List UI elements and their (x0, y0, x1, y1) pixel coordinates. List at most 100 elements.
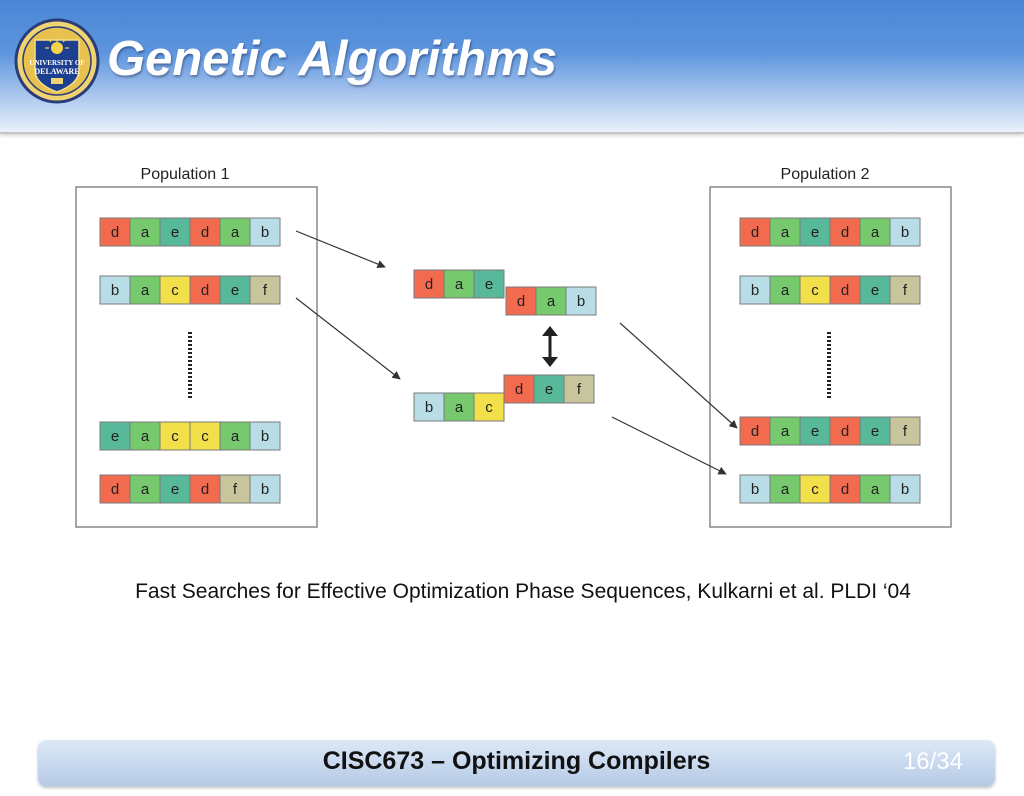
gene-label: a (455, 399, 464, 416)
gene-cell (889, 416, 921, 446)
gene-label: a (781, 224, 790, 241)
gene-label: f (903, 282, 908, 299)
gene-cell (99, 421, 131, 451)
page-number: 16/34 (902, 748, 963, 775)
gene-label: a (781, 423, 790, 440)
gene-label: e (871, 282, 879, 299)
gene-cell (129, 421, 161, 451)
gene-cell (565, 286, 597, 316)
gene-cell (159, 474, 191, 504)
gene-label: c (485, 399, 493, 416)
gene-cell (799, 416, 831, 446)
gene-cell (859, 217, 891, 247)
gene-label: b (751, 282, 759, 299)
gene-cell (473, 269, 505, 299)
gene-label: a (871, 481, 880, 498)
gene-label: d (111, 481, 119, 498)
gene-cell (799, 217, 831, 247)
gene-cell (189, 217, 221, 247)
citation-caption: Fast Searches for Effective Optimization… (135, 580, 911, 603)
gene-cell (413, 392, 445, 422)
gene-cell (473, 392, 505, 422)
gene-cell (739, 275, 771, 305)
gene-label: d (841, 481, 849, 498)
footer-bar: CISC673 – Optimizing Compilers 16/34 (38, 740, 995, 786)
gene-label: d (201, 224, 209, 241)
gene-label: e (811, 423, 819, 440)
slide-title: Genetic Algorithms (107, 32, 558, 86)
gene-cell (249, 217, 281, 247)
gene-label: c (171, 428, 179, 445)
gene-label: a (231, 224, 240, 241)
gene-label: b (261, 428, 269, 445)
gene-label: e (171, 224, 179, 241)
population1-label: Population 1 (141, 166, 230, 183)
gene-label: a (781, 481, 790, 498)
gene-label: b (901, 481, 909, 498)
gene-cell (443, 392, 475, 422)
gene-label: d (751, 423, 759, 440)
gene-cell (99, 217, 131, 247)
gene-cell (859, 416, 891, 446)
gene-label: a (781, 282, 790, 299)
gene-cell (563, 374, 595, 404)
gene-label: a (141, 224, 150, 241)
gene-cell (129, 275, 161, 305)
selection-arrow-1 (295, 230, 386, 269)
gene-cell (829, 474, 861, 504)
gene-label: d (841, 282, 849, 299)
gene-cell (99, 275, 131, 305)
gene-label: d (515, 381, 523, 398)
gene-label: d (841, 423, 849, 440)
gene-cell (413, 269, 445, 299)
gene-cell (99, 474, 131, 504)
gene-cell (189, 474, 221, 504)
gene-label: e (871, 423, 879, 440)
gene-cell (889, 474, 921, 504)
gene-cell (189, 275, 221, 305)
gene-cell (739, 474, 771, 504)
gene-label: a (141, 282, 150, 299)
gene-label: d (425, 276, 433, 293)
university-seal-logo: UNIVERSITY OF DELAWARE (14, 18, 100, 104)
gene-label: b (577, 293, 585, 310)
offspring-arrow-1 (619, 322, 738, 429)
gene-cell (159, 217, 191, 247)
gene-label: c (171, 282, 179, 299)
gene-label: a (455, 276, 464, 293)
gene-label: c (811, 481, 819, 498)
gene-cell (889, 275, 921, 305)
gene-label: b (261, 481, 269, 498)
gene-label: d (517, 293, 525, 310)
gene-cell (249, 421, 281, 451)
gene-cell (889, 217, 921, 247)
gene-cell (129, 217, 161, 247)
gene-label: e (485, 276, 493, 293)
gene-label: b (261, 224, 269, 241)
gene-label: d (751, 224, 759, 241)
gene-label: f (577, 381, 582, 398)
gene-label: d (111, 224, 119, 241)
logo-text-line-2: DELAWARE (34, 67, 79, 76)
gene-cell (799, 275, 831, 305)
gene-label: b (111, 282, 119, 299)
gene-label: f (263, 282, 268, 299)
logo-text-line-1: UNIVERSITY OF (29, 59, 84, 67)
gene-label: e (111, 428, 119, 445)
selection-arrow-2 (295, 297, 401, 380)
gene-label: f (903, 423, 908, 440)
gene-cell (829, 217, 861, 247)
gene-label: d (201, 481, 209, 498)
gene-label: c (811, 282, 819, 299)
gene-label: c (201, 428, 209, 445)
gene-label: d (201, 282, 209, 299)
